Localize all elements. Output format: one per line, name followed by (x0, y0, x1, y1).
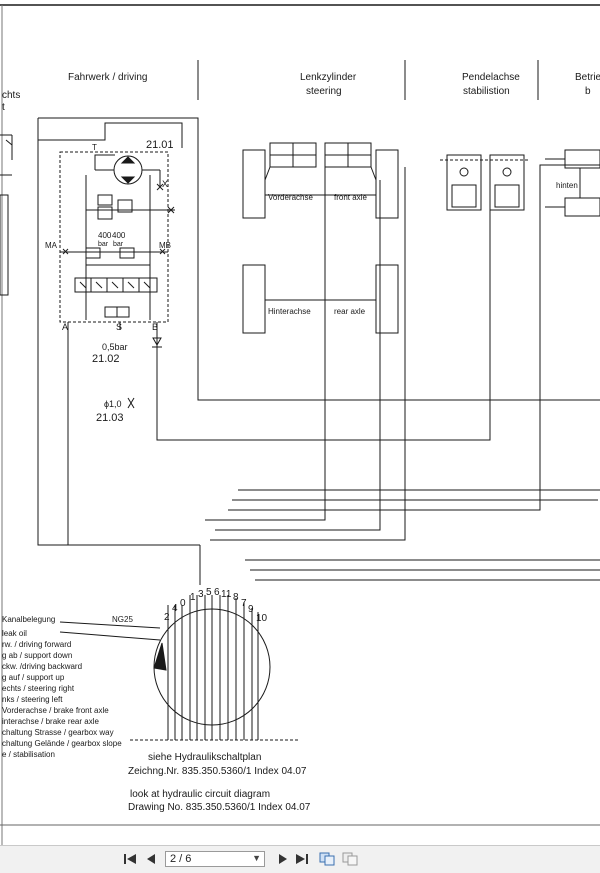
footer-drawing: Drawing No. 835.350.5360/1 Index 04.07 (128, 802, 311, 813)
label-rear-axle: rear axle (334, 307, 366, 316)
port-2: 2 (164, 612, 170, 623)
header-steering: steering (306, 86, 342, 97)
page-indicator: 2 / 6 (170, 853, 192, 865)
header-fahrwerk: Fahrwerk / driving (68, 72, 147, 83)
label-400-a: 400 (98, 231, 112, 240)
footer-look: look at hydraulic circuit diagram (130, 789, 270, 800)
label-400-b: 400 (112, 231, 126, 240)
label-port-s: S (116, 322, 122, 332)
port-8: 8 (233, 592, 239, 603)
header-b: b (585, 86, 591, 97)
port-11: 11 (221, 589, 232, 600)
single-page-icon[interactable] (341, 850, 359, 868)
hydraulic-schematic: chts t Fahrwerk / driving Lenkzylinder s… (0, 4, 600, 845)
port-1: 1 (190, 592, 196, 603)
legend-item: e / stabilisation (2, 750, 55, 759)
legend-item: chaltung Gelände / gearbox slope (2, 739, 122, 748)
port-0: 0 (180, 598, 186, 609)
header-pendelachse: Pendelachse (462, 72, 520, 83)
label-05bar: 0,5bar (102, 342, 128, 352)
footer-siehe: siehe Hydraulikschaltplan (148, 752, 261, 763)
legend-item: Vorderachse / brake front axle (2, 706, 109, 715)
label-port-ma: MA (45, 241, 58, 250)
legend-item: chaltung Strasse / gearbox way (2, 728, 114, 737)
prev-page-icon[interactable] (144, 850, 158, 868)
label-21-02: 21.02 (92, 353, 120, 365)
label-front-axle: front axle (334, 193, 367, 202)
fit-page-icon[interactable] (318, 850, 336, 868)
legend-item: interachse / brake rear axle (2, 717, 99, 726)
label-bar-a: bar (98, 241, 109, 248)
viewer-toolbar: 2 / 6 ▼ (0, 845, 600, 873)
first-page-icon[interactable] (122, 850, 138, 868)
port-6: 6 (214, 587, 220, 598)
header-t: t (2, 102, 5, 113)
last-page-icon[interactable] (294, 850, 310, 868)
legend-item: echts / steering right (2, 684, 75, 693)
label-port-t: T (92, 143, 97, 152)
header-lenkzylinder: Lenkzylinder (300, 72, 357, 83)
label-21-01: 21.01 (146, 139, 174, 151)
legend-item: leak oil (2, 629, 27, 638)
next-page-icon[interactable] (276, 850, 290, 868)
header-stabilistion: stabilistion (463, 86, 510, 97)
header-betrieb: Betriel (575, 72, 600, 83)
chevron-down-icon: ▼ (252, 853, 261, 863)
legend-item: g ab / support down (2, 651, 72, 660)
port-10: 10 (256, 613, 268, 624)
port-5: 5 (206, 587, 212, 598)
legend-item: rw. / driving forward (2, 640, 71, 649)
port-3: 3 (198, 589, 204, 600)
header-rechts: chts (2, 90, 20, 101)
port-9: 9 (248, 604, 254, 615)
port-7: 7 (241, 598, 247, 609)
footer-zeichnung: Zeichng.Nr. 835.350.5360/1 Index 04.07 (128, 766, 307, 777)
legend-ng: NG25 (112, 615, 133, 624)
legend-item: nks / steering left (2, 695, 63, 704)
legend-list: leak oil rw. / driving forward g ab / su… (2, 629, 122, 759)
label-port-b: B (152, 322, 158, 332)
label-port-x: X (162, 179, 168, 189)
label-hinterachse: Hinterachse (268, 307, 311, 316)
label-port-a: A (62, 322, 68, 332)
label-port-mb: MB (159, 241, 171, 250)
label-phi10: ϕ1,0 (104, 399, 122, 409)
label-21-03: 21.03 (96, 412, 124, 424)
label-bar-b: bar (113, 241, 124, 248)
label-hinten: hinten (556, 181, 578, 190)
label-vorderachse: Vorderachse (268, 193, 313, 202)
legend-item: g auf / support up (2, 673, 65, 682)
port-4: 4 (172, 603, 178, 614)
legend-item: ckw. /driving backward (2, 662, 82, 671)
page-number-input[interactable]: 2 / 6 ▼ (165, 851, 265, 867)
legend-title: Kanalbelegung (2, 615, 55, 624)
